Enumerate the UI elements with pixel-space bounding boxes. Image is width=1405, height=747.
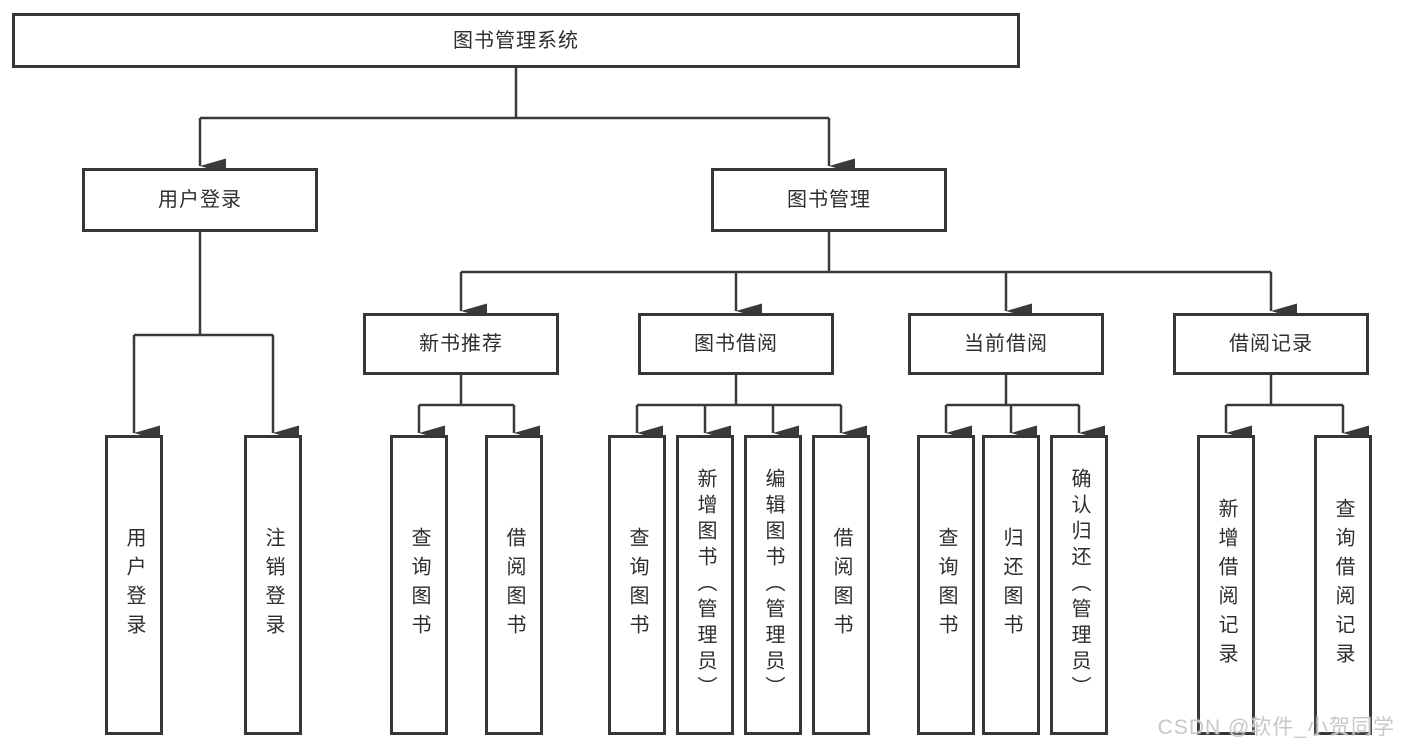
node-leaf-logout: 注销登录 <box>244 435 302 735</box>
connector-manage-bus <box>461 232 1271 274</box>
node-leaf-query-borrow-record: 查询借阅记录 <box>1314 435 1372 735</box>
connector-current-bus <box>946 375 1079 407</box>
node-leaf-query-book: 查询图书 <box>390 435 448 735</box>
node-leaf-return-book: 归还图书 <box>982 435 1040 735</box>
node-leaf-user-login: 用户登录 <box>105 435 163 735</box>
node-book-borrow: 图书借阅 <box>638 313 834 375</box>
node-root-library-management-system: 图书管理系统 <box>12 13 1020 68</box>
node-leaf-confirm-return-admin: 确认归还（管理员） <box>1050 435 1108 735</box>
node-leaf-add-book-admin: 新增图书（管理员） <box>676 435 734 735</box>
connector-records-bus <box>1226 375 1343 407</box>
node-leaf-edit-book-admin: 编辑图书（管理员） <box>744 435 802 735</box>
node-leaf-query-book: 查询图书 <box>917 435 975 735</box>
node-user-login: 用户登录 <box>82 168 318 232</box>
node-borrow-records: 借阅记录 <box>1173 313 1369 375</box>
connector-root-bus <box>200 68 829 120</box>
node-current-borrow: 当前借阅 <box>908 313 1104 375</box>
node-leaf-query-book: 查询图书 <box>608 435 666 735</box>
connector-recommend-bus <box>419 375 514 407</box>
connector-borrow-bus <box>637 375 841 407</box>
node-new-book-recommend: 新书推荐 <box>363 313 559 375</box>
node-leaf-add-borrow-record: 新增借阅记录 <box>1197 435 1255 735</box>
csdn-watermark: CSDN @软件_小贺同学 <box>1157 716 1395 739</box>
node-book-management: 图书管理 <box>711 168 947 232</box>
connector-login-bus <box>134 232 273 337</box>
node-leaf-borrow-book: 借阅图书 <box>812 435 870 735</box>
node-leaf-borrow-book: 借阅图书 <box>485 435 543 735</box>
